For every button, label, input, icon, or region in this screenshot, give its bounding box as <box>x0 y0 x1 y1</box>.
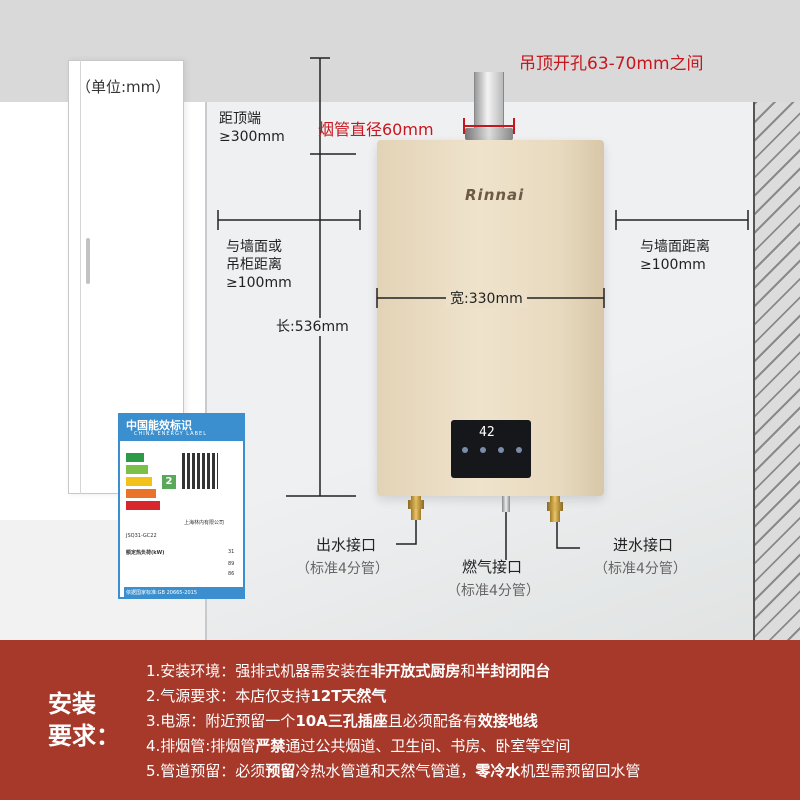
requirement-1: 1.安装环境：强排式机器需安装在非开放式厨房和半封闭阳台 <box>146 662 551 680</box>
brand-logo: Rinnai <box>465 186 525 204</box>
energy-bar-2 <box>126 465 148 474</box>
energy-bar-3 <box>126 477 152 486</box>
requirement-5: 5.管道预留：必须预留冷热水管道和天然气管道，零冷水机型需预留回水管 <box>146 762 641 780</box>
gas-port-spec: （标准4分管） <box>447 583 540 599</box>
outlet-port-spec: （标准4分管） <box>296 561 389 577</box>
outlet-port-label: 出水接口 <box>316 536 377 554</box>
qr-code <box>182 453 218 489</box>
cabinet-edge <box>80 60 81 494</box>
energy-bar-4 <box>126 489 156 498</box>
unit-label: （单位:mm） <box>76 78 171 96</box>
gas-pipe <box>502 496 510 512</box>
cabinet-handle <box>86 238 90 284</box>
energy-bar-5 <box>126 501 160 510</box>
energy-rated-load-label: 额定热负荷(kW) <box>126 550 165 556</box>
panel-button-icon <box>516 447 522 453</box>
panel-button-icon <box>480 447 486 453</box>
energy-label-subtitle: CHINA ENERGY LABEL <box>134 431 207 437</box>
requirement-2: 2.气源要求：本店仅支持12T天然气 <box>146 687 387 705</box>
side-wall-hatched <box>753 102 800 640</box>
temperature-display: 42 <box>479 425 495 440</box>
inlet-fitting <box>547 502 563 511</box>
inlet-port-spec: （标准4分管） <box>594 561 687 577</box>
requirement-3: 3.电源：附近预留一个10A三孔插座且必须配备有效接地线 <box>146 712 538 730</box>
energy-label-header: 中国能效标识 CHINA ENERGY LABEL <box>120 415 243 441</box>
gas-port-label: 燃气接口 <box>462 558 523 576</box>
installation-scene: （单位:mm） Rinnai 42 <box>0 0 800 640</box>
requirement-4: 4.排烟管:排烟管严禁通过公共烟道、卫生间、书房、卧室等空间 <box>146 737 571 755</box>
left-clearance-label: 与墙面或吊柜距离≥100mm <box>226 239 292 291</box>
inlet-port-label: 进水接口 <box>613 536 674 554</box>
energy-bar-1 <box>126 453 144 462</box>
outlet-leader <box>396 520 417 545</box>
energy-manufacturer: 上海林内有限公司 <box>184 520 225 526</box>
flue-diameter-note: 烟管直径60mm <box>318 120 434 139</box>
requirements-title: 安装要求： <box>48 690 120 750</box>
energy-standard: 依据国家标准:GB 20665-2015 <box>124 587 243 598</box>
energy-label: 中国能效标识 CHINA ENERGY LABEL 2 上海林内有限公司 JSQ… <box>118 413 245 599</box>
energy-model: JSQ31-GC22 <box>126 533 157 539</box>
panel-button-icon <box>498 447 504 453</box>
installation-requirements <box>0 640 800 800</box>
right-clearance-label: 与墙面距离≥100mm <box>640 239 710 273</box>
panel-button-icon <box>462 447 468 453</box>
flue-collar <box>465 128 513 140</box>
energy-grade-badge: 2 <box>162 475 176 489</box>
width-label: 宽:330mm <box>446 290 527 308</box>
energy-label-title: 中国能效标识 <box>126 419 192 432</box>
outlet-fitting <box>408 500 424 509</box>
ceiling-hole-note: 吊顶开孔63-70mm之间 <box>519 54 704 74</box>
top-clearance-label: 距顶端≥300mm <box>219 111 285 145</box>
inlet-leader <box>556 522 580 549</box>
height-label: 长:536mm <box>276 318 349 336</box>
energy-row1-value: 89 <box>228 561 235 567</box>
energy-rated-load: 31 <box>228 549 235 555</box>
energy-row2-value: 86 <box>228 571 235 577</box>
